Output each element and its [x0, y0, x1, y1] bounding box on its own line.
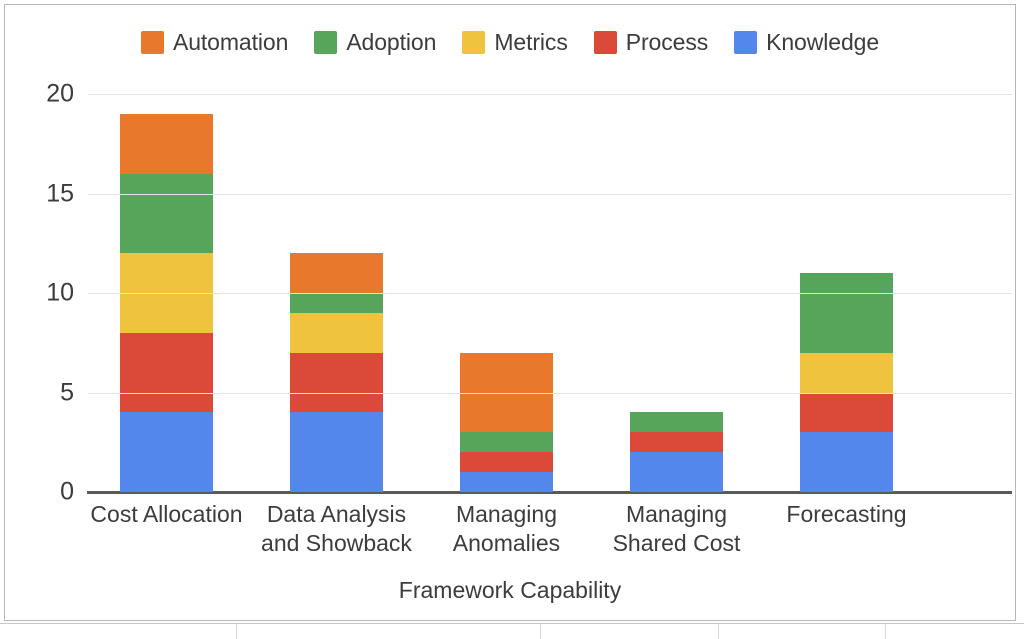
bar-segment-automation[interactable]	[120, 113, 213, 174]
x-axis-tick-labels: Cost Allocation Data Analysis and Showback…	[88, 500, 1012, 570]
x-axis-category-label-line: and Showback	[261, 530, 412, 556]
x-axis-category-label-line: Data Analysis	[266, 501, 407, 527]
bar-segment-metrics[interactable]	[800, 352, 893, 393]
chart-legend: Automation Adoption Metrics Process Knowledg…	[5, 29, 1015, 56]
x-axis-category-label-line: Shared Cost	[612, 530, 741, 556]
gridline	[88, 492, 1012, 493]
y-axis-tick-label: 20	[46, 79, 74, 108]
bar-segment-process[interactable]	[630, 432, 723, 453]
gridline	[88, 293, 1012, 294]
bar-segment-process[interactable]	[120, 332, 213, 413]
x-axis-category-label: Data Analysis and Showback	[247, 500, 427, 558]
legend-item-process[interactable]: Process	[593, 29, 709, 56]
legend-item-label: Metrics	[494, 29, 568, 55]
x-axis-category-label: Cost Allocation	[77, 500, 257, 529]
sheet-column-divider	[540, 624, 541, 639]
gridline	[88, 193, 1012, 195]
x-axis-category-label-line: Cost Allocation	[90, 501, 243, 527]
bar-segment-adoption[interactable]	[460, 432, 553, 453]
legend-item-knowledge[interactable]: Knowledge	[734, 29, 879, 56]
bar-group[interactable]	[120, 113, 213, 492]
gridline	[88, 392, 1012, 394]
x-axis-category-label-line: Forecasting	[786, 501, 907, 527]
x-axis-title: Framework Capability	[398, 577, 622, 603]
legend-item-metrics[interactable]: Metrics	[462, 29, 568, 56]
x-axis-category-label: Forecasting	[757, 500, 937, 529]
y-axis-tick-label: 5	[60, 378, 74, 406]
bar-segment-automation[interactable]	[290, 253, 383, 294]
bar-segment-adoption[interactable]	[120, 173, 213, 254]
legend-swatch-icon	[140, 31, 164, 54]
legend-swatch-icon	[593, 31, 617, 54]
bars-layer	[88, 94, 1012, 492]
bar-segment-process[interactable]	[800, 392, 893, 433]
legend-swatch-icon	[462, 31, 486, 54]
legend-swatch-icon	[734, 31, 758, 54]
y-axis-tick-label: 10	[46, 278, 74, 307]
sheet-column-divider	[885, 624, 886, 639]
legend-item-automation[interactable]: Automation	[140, 29, 289, 56]
gridline	[88, 94, 1012, 95]
bar-segment-knowledge[interactable]	[800, 432, 893, 492]
legend-swatch-icon	[314, 31, 338, 54]
x-axis-category-label-line: Anomalies	[452, 530, 561, 556]
x-axis-line	[87, 491, 1012, 494]
bar-segment-knowledge[interactable]	[290, 412, 383, 492]
sheet-column-divider	[236, 624, 237, 639]
bar-segment-adoption[interactable]	[630, 412, 723, 433]
bar-segment-process[interactable]	[290, 352, 383, 413]
y-axis-tick-label: 0	[60, 477, 74, 506]
bar-group[interactable]	[460, 352, 553, 492]
bar-segment-adoption[interactable]	[290, 293, 383, 313]
bar-group[interactable]	[800, 273, 893, 492]
y-axis-tick-label: 15	[46, 179, 74, 207]
legend-item-label: Knowledge	[766, 29, 880, 55]
plot-area: 0 5 10 15 20	[46, 80, 1012, 506]
bar-segment-knowledge[interactable]	[120, 412, 213, 492]
legend-item-label: Process	[625, 29, 709, 55]
bar-segment-metrics[interactable]	[290, 312, 383, 353]
x-axis-category-label-line: Managing	[455, 501, 558, 527]
legend-item-label: Adoption	[346, 29, 437, 55]
legend-item-label: Automation	[172, 29, 289, 55]
bar-segment-knowledge[interactable]	[460, 472, 553, 492]
bar-segment-process[interactable]	[460, 452, 553, 473]
sheet-row-divider	[0, 623, 1024, 624]
chart-container[interactable]: Automation Adoption Metrics Process Knowledg…	[4, 4, 1016, 621]
bar-segment-adoption[interactable]	[800, 273, 893, 353]
x-axis-category-label-line: Managing	[625, 501, 728, 527]
bar-group[interactable]	[630, 412, 723, 492]
legend-item-adoption[interactable]: Adoption	[314, 29, 436, 56]
bar-segment-knowledge[interactable]	[630, 452, 723, 492]
sheet-column-divider	[718, 624, 719, 639]
bar-group[interactable]	[290, 253, 383, 492]
